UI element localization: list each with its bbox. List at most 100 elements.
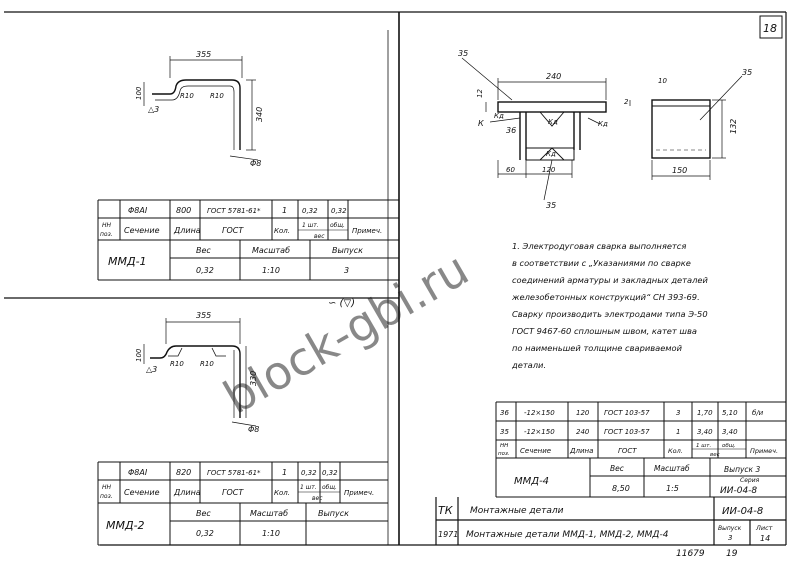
mmd1-dim-r1: R10: [180, 92, 194, 100]
note-line: соединений арматуры и закладных деталей: [512, 275, 708, 285]
mmd4-row1-length: 120: [576, 409, 590, 417]
mmd4-row2-length: 240: [576, 428, 590, 436]
mmd2-head-qty: Кол.: [274, 489, 290, 497]
mmd1-dim-side: 100: [135, 86, 143, 100]
mmd2-diameter: Φ8: [248, 425, 259, 434]
mmd2-bar-drawing: [150, 345, 241, 418]
mmd1-head-gost: ГОСТ: [222, 226, 244, 235]
mmd4-row2-qty: 1: [676, 428, 680, 436]
mmd2-weld-mark: △3: [146, 365, 157, 374]
page-number-box: [759, 15, 783, 39]
note-line: по наименьшей толщине свариваемой: [512, 343, 683, 353]
mmd2-dim-r2: R10: [200, 360, 214, 368]
mmd2-label-weight: Вес: [196, 509, 211, 518]
mmd4-head-section: Сечение: [520, 447, 551, 455]
mmd1-head-qty: Кол.: [274, 227, 290, 235]
mmd1-head-w1: 1 шт.: [302, 222, 319, 229]
mmd4-label-scale: Масштаб: [654, 464, 690, 473]
mmd1-head-section: Сечение: [124, 226, 160, 235]
mmd1-gost: ГОСТ 5781-61*: [207, 207, 261, 215]
mmd4-head-note: Примеч.: [750, 447, 778, 455]
mmd4-head-nn: НН: [500, 443, 508, 449]
mmd2-dim-h: 330: [249, 371, 258, 386]
stamp-bottom-page: 19: [726, 549, 738, 559]
title-stamp-grid: [435, 497, 786, 545]
mmd1-bar-drawing: [152, 79, 241, 150]
note-line: Сварку производить электродами типа Э-50: [512, 309, 708, 319]
mmd1-label-weight: Вес: [196, 246, 211, 255]
mmd2-gost: ГОСТ 5781-61*: [207, 469, 261, 477]
mmd2-dim-side: 100: [135, 348, 143, 362]
mmd4-head-w2: общ.: [722, 443, 736, 449]
stamp-issue-label: Выпуск: [718, 525, 742, 532]
mmd1-diameter: Φ8: [250, 159, 261, 168]
mmd1-label-scale: Масштаб: [252, 246, 290, 255]
mmd1-label-issue: Выпуск: [332, 246, 363, 255]
stamp-issue-value: 3: [728, 534, 732, 542]
mmd4-row2-w2: 3,40: [722, 428, 738, 436]
mmd2-dim-r1: R10: [170, 360, 184, 368]
mmd4-notes: 1. Электродуговая сварка выполняется в с…: [511, 241, 708, 370]
mmd4-row2-gost: ГОСТ 103-57: [604, 428, 650, 436]
mmd4-front-view: [497, 101, 607, 161]
mmd4-dim-132: 132: [729, 119, 738, 134]
mmd2-table-grid: [97, 461, 388, 546]
mmd2-corner-mark: ∽ (▽): [328, 298, 355, 309]
mmd1-issue: 3: [344, 266, 349, 275]
mmd2-section: Φ8АI: [128, 468, 148, 477]
note-line: в соответствии с „Указаниями по сварке: [512, 258, 691, 268]
note-line: детали.: [511, 360, 546, 370]
mmd2-head-section: Сечение: [124, 488, 160, 497]
mmd1-head-note: Примеч.: [352, 227, 382, 235]
mmd4-pos-36: 36: [506, 126, 516, 135]
mmd4-dim-150: 150: [672, 166, 687, 175]
mmd4-label-issue: Выпуск 3: [724, 465, 760, 474]
mmd1-dim-h: 340: [255, 107, 264, 122]
mmd4-kd3: Кд: [598, 120, 608, 128]
mmd1-head-w2: общ.: [330, 222, 345, 229]
mmd1-head-poz: поз.: [100, 231, 113, 238]
mmd4-head-gost: ГОСТ: [618, 447, 637, 455]
note-line: ГОСТ 9467-60 сплошным швом, катет шва: [512, 326, 697, 336]
mmd1-dim-len: 355: [196, 50, 211, 59]
mmd4-series: ИИ-04-8: [720, 486, 757, 496]
mmd2-head-gost: ГОСТ: [222, 488, 244, 497]
mmd2-head-weight: вес: [312, 495, 323, 502]
mmd1-dimension-lines: [143, 56, 259, 161]
stamp-category: Монтажные детали: [470, 506, 564, 516]
mmd4-weight: 8,50: [612, 484, 630, 493]
note-line: 1. Электродуговая сварка выполняется: [512, 241, 686, 251]
mmd2-label-scale: Масштаб: [250, 509, 288, 518]
mmd4-label-series: Серия: [740, 477, 760, 484]
mmd1-qty: 1: [282, 206, 287, 215]
mmd4-pos-35b: 35: [546, 201, 556, 210]
mmd1-head-length: Длина: [173, 226, 201, 235]
note-line: железобетонных конструкций“ СН 393-69.: [511, 292, 700, 302]
mmd4-k: К: [478, 119, 484, 128]
mmd4-row1-w1: 1,70: [697, 409, 713, 417]
mmd2-title: ММД-2: [106, 519, 145, 532]
page-number: 18: [763, 22, 777, 35]
mmd2-w2: 0,32: [322, 469, 338, 477]
mmd4-row2-w1: 3,40: [697, 428, 713, 436]
stamp-bottom-number: 11679: [676, 549, 705, 559]
mmd2-weight: 0,32: [196, 529, 214, 538]
mmd4-side-dimensions: [629, 75, 743, 180]
mmd4-pos-35a: 35: [458, 49, 468, 58]
mmd1-head-nn: НН: [102, 222, 112, 229]
mmd2-qty: 1: [282, 468, 287, 477]
mmd2-head-length: Длина: [173, 488, 201, 497]
mmd4-row1-pos: 36: [500, 409, 509, 417]
mmd4-kd1: Кд: [494, 112, 504, 120]
mmd4-row1-qty: 3: [676, 409, 680, 417]
mmd4-pos-35c: 35: [742, 68, 752, 77]
mmd1-scale: 1:10: [262, 266, 280, 275]
mmd4-dim-10: 10: [658, 77, 667, 85]
mmd2-head-w2: общ.: [322, 484, 337, 491]
mmd1-w2: 0,32: [331, 207, 347, 215]
mmd4-side-view: [651, 99, 711, 159]
mmd1-table-grid: [97, 199, 399, 281]
mmd4-row2-section: -12×150: [524, 428, 555, 436]
mmd4-dim-2: 2: [624, 98, 629, 106]
mmd4-kd2: Кд: [548, 118, 558, 126]
